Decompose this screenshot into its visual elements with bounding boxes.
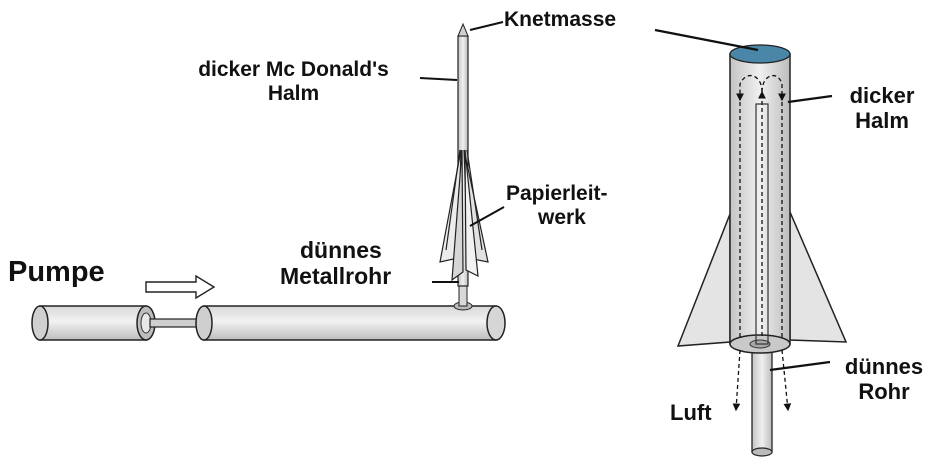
paper-fins <box>439 149 489 282</box>
label-duennes-metallrohr-line1: dünnes <box>300 237 382 263</box>
label-duennes-rohr: dünnes Rohr <box>826 354 942 405</box>
label-pumpe-text: Pumpe <box>8 256 105 288</box>
horizontal-tube <box>195 305 506 341</box>
leader-lines-right <box>654 28 833 372</box>
clay-cap <box>729 44 791 64</box>
leader-lines-left <box>419 21 505 283</box>
label-duennes-metallrohr: dünnes Metallrohr <box>280 237 391 290</box>
hollow-arrow-icon <box>145 274 216 300</box>
label-luft: Luft <box>670 400 712 425</box>
label-dicker-halm-line2: Halm <box>855 108 909 134</box>
rocket-fins <box>676 211 848 347</box>
label-dicker-halm: dicker Halm <box>832 83 932 134</box>
label-mcdonalds-line1: dicker Mc Donald's <box>198 58 389 81</box>
label-luft-text: Luft <box>670 400 712 425</box>
label-mcdonalds-straw: dicker Mc Donald's Halm <box>166 58 421 106</box>
pump-cylinder <box>31 305 156 341</box>
label-knetmasse: Knetmasse <box>504 8 616 32</box>
label-pumpe: Pumpe <box>8 256 105 289</box>
label-mcdonalds-line2: Halm <box>267 82 320 106</box>
label-duennes-rohr-line1: dünnes <box>844 354 924 379</box>
label-dicker-halm-line1: dicker <box>849 83 915 108</box>
label-papierleitwerk-line2: werk <box>538 206 586 230</box>
thin-tube-right <box>751 339 773 453</box>
label-papierleitwerk-line1: Papierleit- <box>506 182 608 205</box>
straw-tip <box>457 22 469 37</box>
label-duennes-metallrohr-line2: Metallrohr <box>280 263 392 290</box>
label-duennes-rohr-line2: Rohr <box>858 379 910 405</box>
airflow-arrows <box>732 74 792 412</box>
label-knetmasse-text: Knetmasse <box>504 8 617 31</box>
thick-straw <box>729 53 791 354</box>
label-papierleitwerk: Papierleit- werk <box>506 182 608 230</box>
